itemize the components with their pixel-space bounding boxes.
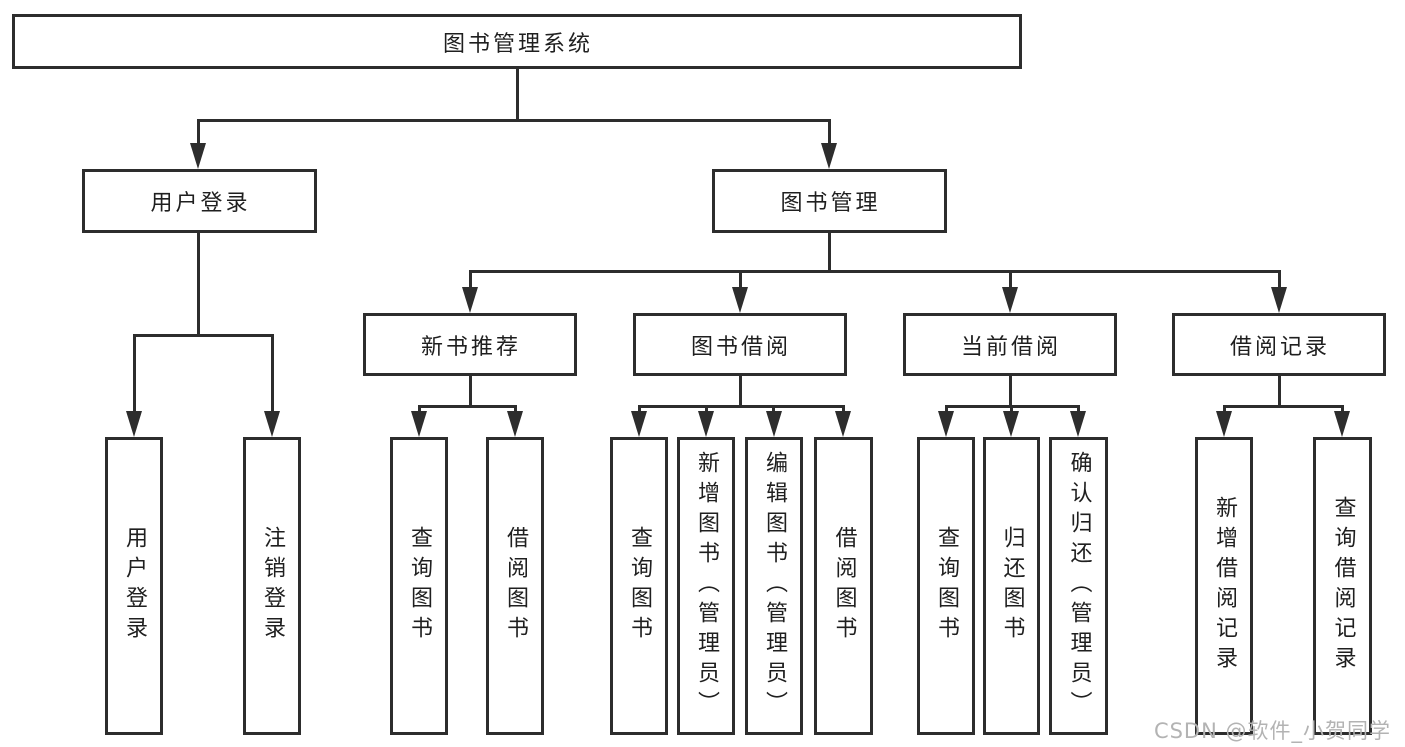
arrowhead-down-icon (411, 411, 427, 437)
connector-leaf-stem (1341, 405, 1344, 415)
connector-leaf-stem (1010, 405, 1013, 415)
connector-leaf-stem (514, 405, 517, 415)
arrowhead-down-icon (1216, 411, 1232, 437)
leaf-return-book: 归还图书 (983, 437, 1040, 735)
connector-section-stem (739, 270, 742, 290)
connector-bookmgmt-branch (469, 270, 1280, 273)
leaf-query-books-borrowing: 查询图书 (610, 437, 668, 735)
arrowhead-down-icon (732, 287, 748, 313)
leaf-confirm-return-admin: 确认归还（管理员） (1049, 437, 1108, 735)
arrowhead-down-icon (698, 411, 714, 437)
connector-section-branch (638, 405, 845, 408)
node-book-borrowing: 图书借阅 (633, 313, 847, 376)
connector-section-stem (469, 270, 472, 290)
arrowhead-down-icon (1271, 287, 1287, 313)
leaf-borrow-books-recommend: 借阅图书 (486, 437, 544, 735)
connector-section-down (1009, 376, 1012, 407)
leaf-user-login: 用户登录 (105, 437, 163, 735)
node-label: 图书借阅 (690, 334, 791, 360)
connector-section-down (469, 376, 472, 407)
leaf-label: 查询图书 (627, 526, 652, 646)
connector-bookmgmt-down (828, 233, 831, 272)
connector-userlogin-stem (197, 119, 200, 147)
arrowhead-down-icon (631, 411, 647, 437)
arrowhead-down-icon (264, 411, 280, 437)
node-borrowing-records: 借阅记录 (1172, 313, 1386, 376)
leaf-query-books-recommend: 查询图书 (390, 437, 448, 735)
leaf-query-borrow-record: 查询借阅记录 (1313, 437, 1372, 735)
arrowhead-down-icon (938, 411, 954, 437)
connector-leaf-stem (271, 334, 274, 414)
leaf-label: 查询借阅记录 (1330, 496, 1356, 676)
leaf-add-book-admin: 新增图书（管理员） (677, 437, 735, 735)
arrowhead-down-icon (190, 143, 206, 169)
node-label: 当前借阅 (960, 334, 1061, 360)
leaf-label: 新增图书（管理员） (694, 451, 719, 721)
leaf-label: 归还图书 (999, 526, 1025, 646)
connector-leaf-stem (1077, 405, 1080, 415)
connector-root-stem (516, 69, 519, 122)
arrowhead-down-icon (1003, 411, 1019, 437)
leaf-label: 查询图书 (407, 526, 432, 646)
connector-section-stem (1278, 270, 1281, 290)
leaf-edit-book-admin: 编辑图书（管理员） (745, 437, 803, 735)
leaf-borrow-books-borrowing: 借阅图书 (814, 437, 873, 735)
connector-leaf-stem (945, 405, 948, 415)
connector-leaf-stem (418, 405, 421, 415)
node-label: 借阅记录 (1229, 334, 1330, 360)
arrowhead-down-icon (507, 411, 523, 437)
connector-section-branch (1223, 405, 1344, 408)
node-library-management-system: 图书管理系统 (12, 14, 1022, 69)
leaf-label: 用户登录 (122, 526, 147, 646)
connector-leaf-stem (133, 334, 136, 414)
leaf-label: 查询图书 (934, 526, 959, 646)
connector-leaf-stem (638, 405, 641, 415)
leaf-label: 编辑图书（管理员） (762, 451, 787, 721)
arrowhead-down-icon (462, 287, 478, 313)
connector-leaf-stem (772, 405, 775, 415)
arrowhead-down-icon (766, 411, 782, 437)
leaf-label: 确认归还（管理员） (1066, 451, 1092, 721)
connector-leaf-stem (1223, 405, 1226, 415)
node-label: 图书管理系统 (442, 31, 593, 57)
leaf-query-books-current: 查询图书 (917, 437, 975, 735)
node-label: 图书管理 (780, 191, 881, 216)
leaf-label: 新增借阅记录 (1212, 496, 1237, 676)
node-label: 新书推荐 (420, 334, 521, 360)
connector-section-branch (418, 405, 517, 408)
connector-section-down (1278, 376, 1281, 407)
connector-userlogin-down (197, 233, 200, 336)
connector-bookmgmt-stem (828, 119, 831, 147)
arrowhead-down-icon (1334, 411, 1350, 437)
arrowhead-down-icon (1002, 287, 1018, 313)
connector-leaf-stem (705, 405, 708, 415)
arrowhead-down-icon (126, 411, 142, 437)
node-new-book-recommend: 新书推荐 (363, 313, 577, 376)
connector-userlogin-branch (133, 334, 274, 337)
node-user-login: 用户登录 (82, 169, 317, 233)
leaf-label: 借阅图书 (831, 526, 857, 646)
leaf-add-borrow-record: 新增借阅记录 (1195, 437, 1253, 735)
watermark: CSDN @软件_小贺同学 (1153, 719, 1391, 743)
node-label: 用户登录 (150, 191, 251, 216)
node-current-borrowing: 当前借阅 (903, 313, 1117, 376)
arrowhead-down-icon (1070, 411, 1086, 437)
leaf-label: 注销登录 (260, 526, 285, 646)
connector-leaf-stem (842, 405, 845, 415)
leaf-logout: 注销登录 (243, 437, 301, 735)
node-book-management: 图书管理 (712, 169, 947, 233)
leaf-label: 借阅图书 (503, 526, 528, 646)
connector-root-branch (197, 119, 831, 122)
arrowhead-down-icon (821, 143, 837, 169)
connector-section-down (739, 376, 742, 407)
connector-section-stem (1009, 270, 1012, 290)
arrowhead-down-icon (835, 411, 851, 437)
